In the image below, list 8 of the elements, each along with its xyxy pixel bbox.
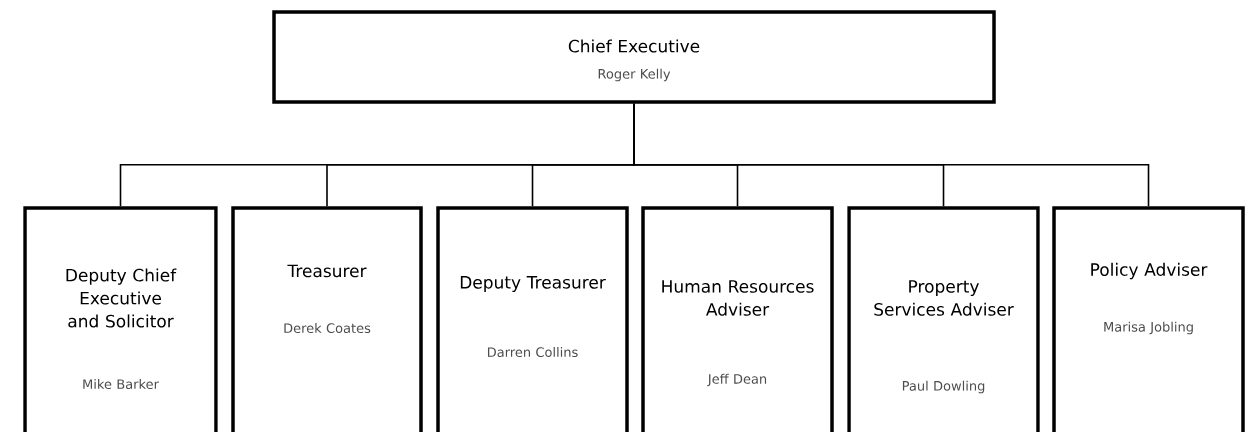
org-box: Human Resources Adviser Jeff Dean bbox=[641, 206, 834, 432]
org-box: Deputy Chief Executive and Solicitor Mike Barker bbox=[23, 206, 218, 432]
org-box: Chief Executive Roger Kelly bbox=[272, 10, 996, 104]
org-box: Deputy Treasurer Darren Collins bbox=[436, 206, 629, 432]
org-box: Property Services Adviser Paul Dowling bbox=[847, 206, 1040, 432]
org-box: Policy Adviser Marisa Jobling bbox=[1052, 206, 1245, 432]
org-box: Treasurer Derek Coates bbox=[231, 206, 423, 432]
connector-line bbox=[633, 102, 1150, 208]
